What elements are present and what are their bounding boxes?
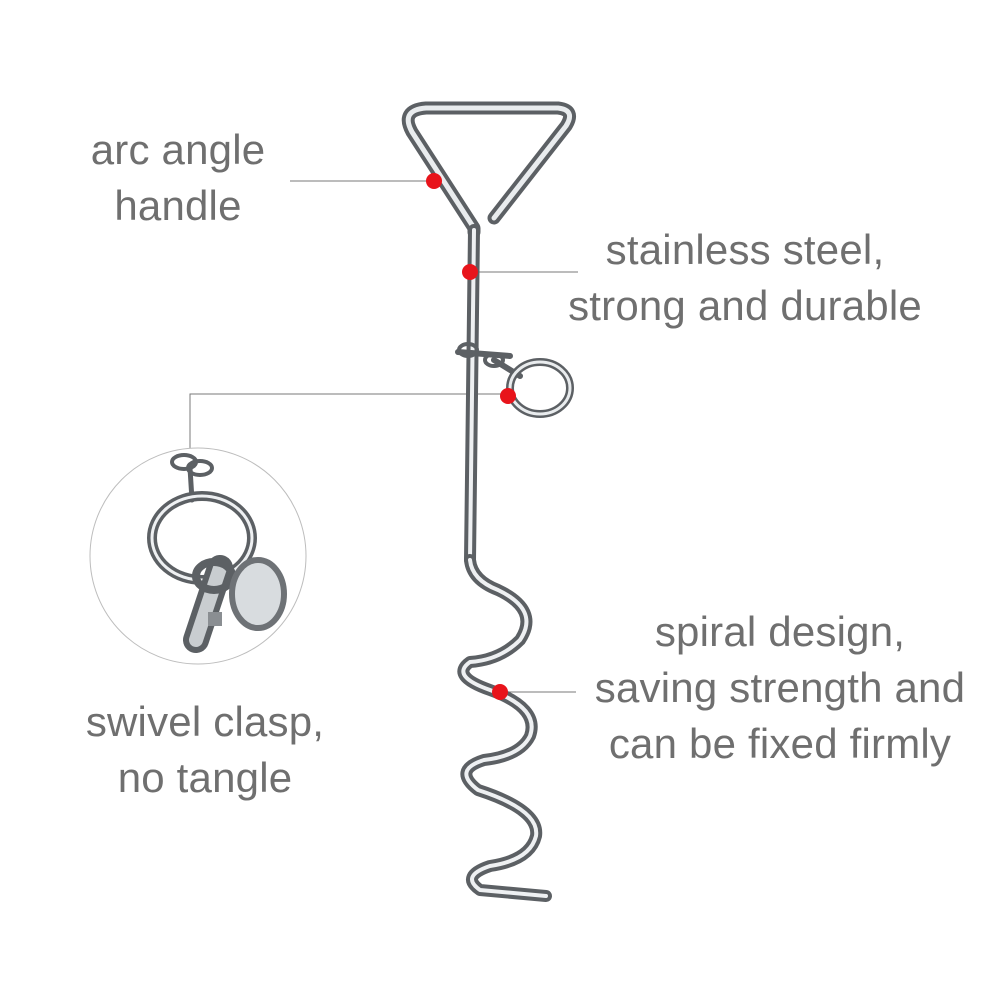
callout-handle-line2: handle <box>114 182 242 229</box>
spiral-auger-icon <box>457 554 552 902</box>
callout-clasp-line1: swivel clasp, <box>85 698 325 745</box>
callout-spiral-line1: spiral design, <box>654 608 906 655</box>
red-dot-marker-icon <box>492 684 508 700</box>
callout-steel-line2: strong and durable <box>568 282 922 329</box>
callout-spiral-design: spiral design, saving strength and can b… <box>560 604 1000 772</box>
callout-handle-line1: arc angle <box>90 126 266 173</box>
steel-shaft-icon <box>464 224 480 566</box>
callout-steel-line1: stainless steel, <box>605 226 885 273</box>
callout-spiral-line3: can be fixed firmly <box>608 720 952 767</box>
red-dot-marker-icon <box>500 388 516 404</box>
callout-stainless-steel: stainless steel, strong and durable <box>520 222 970 334</box>
red-dot-marker-icon <box>462 264 478 280</box>
tie-out-stake-icon <box>401 101 577 902</box>
leader-lines <box>189 180 578 693</box>
callout-swivel-clasp: swivel clasp, no tangle <box>40 694 370 806</box>
leader-line-clasp <box>189 393 508 452</box>
markers <box>426 173 516 700</box>
callout-clasp-line2: no tangle <box>117 754 293 801</box>
swivel-clasp-zoom <box>89 447 307 665</box>
red-dot-marker-icon <box>426 173 442 189</box>
swivel-ring-icon <box>455 342 574 418</box>
callout-spiral-line2: saving strength and <box>594 664 966 711</box>
arc-angle-handle-icon <box>401 101 577 239</box>
callout-arc-angle-handle: arc angle handle <box>0 122 356 234</box>
